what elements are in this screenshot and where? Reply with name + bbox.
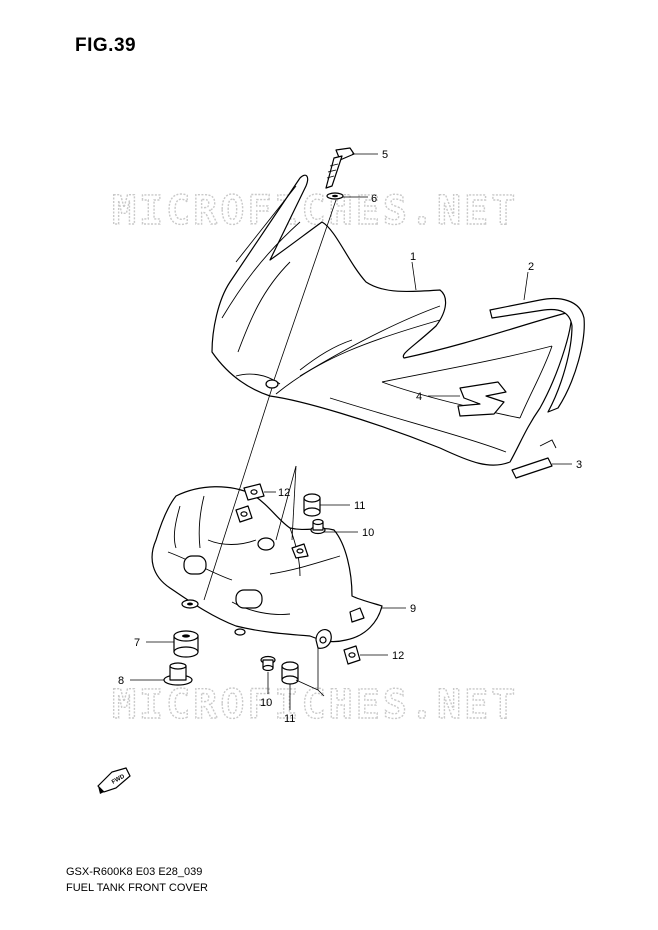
part-12-clip-nut-lower — [343, 645, 361, 665]
part-7-grommet — [173, 630, 199, 658]
part-10-collar-upper — [310, 518, 326, 535]
part-9-bracket — [151, 486, 383, 649]
callout-4: 4 — [416, 391, 422, 403]
part-5-bolt — [325, 147, 355, 189]
part-12-clip-nut-upper — [235, 483, 265, 523]
callout-11-upper: 11 — [354, 500, 365, 512]
callout-8: 8 — [118, 675, 124, 687]
callout-11-lower: 11 — [284, 713, 295, 725]
callout-5: 5 — [382, 149, 388, 161]
part-4-emblem — [457, 381, 507, 417]
figure-title: FIG.39 — [75, 35, 137, 56]
fwd-direction-icon: FWD — [97, 767, 131, 794]
part-6-washer — [326, 192, 344, 200]
part-10-collar-lower — [260, 655, 276, 672]
callout-3: 3 — [576, 459, 582, 471]
watermark-bottom: MICROFICHES.NET — [112, 682, 518, 728]
callout-2: 2 — [528, 261, 534, 273]
callout-10-upper: 10 — [362, 527, 374, 539]
model-code: GSX-R600K8 E03 E28_039 — [66, 866, 203, 878]
part-3-seal-strip — [511, 439, 557, 479]
callout-10-lower: 10 — [260, 697, 272, 709]
callout-12-upper: 12 — [278, 487, 290, 499]
leader-lines — [130, 153, 572, 710]
diagram-description: FUEL TANK FRONT COVER — [66, 882, 209, 894]
part-2-trim-seal — [489, 297, 585, 413]
callout-1: 1 — [410, 251, 416, 263]
part-11-grommet-lower — [281, 661, 299, 685]
part-8-collar — [163, 662, 193, 686]
callout-labels: 1 2 3 4 5 6 7 8 9 10 10 11 11 12 12 — [118, 149, 582, 725]
callout-7: 7 — [134, 637, 140, 649]
callout-9: 9 — [410, 603, 416, 615]
watermark-top: MICROFICHES.NET — [112, 188, 518, 234]
part-11-grommet-upper — [303, 493, 321, 517]
callout-12-lower: 12 — [392, 650, 404, 662]
callout-6: 6 — [371, 193, 377, 205]
